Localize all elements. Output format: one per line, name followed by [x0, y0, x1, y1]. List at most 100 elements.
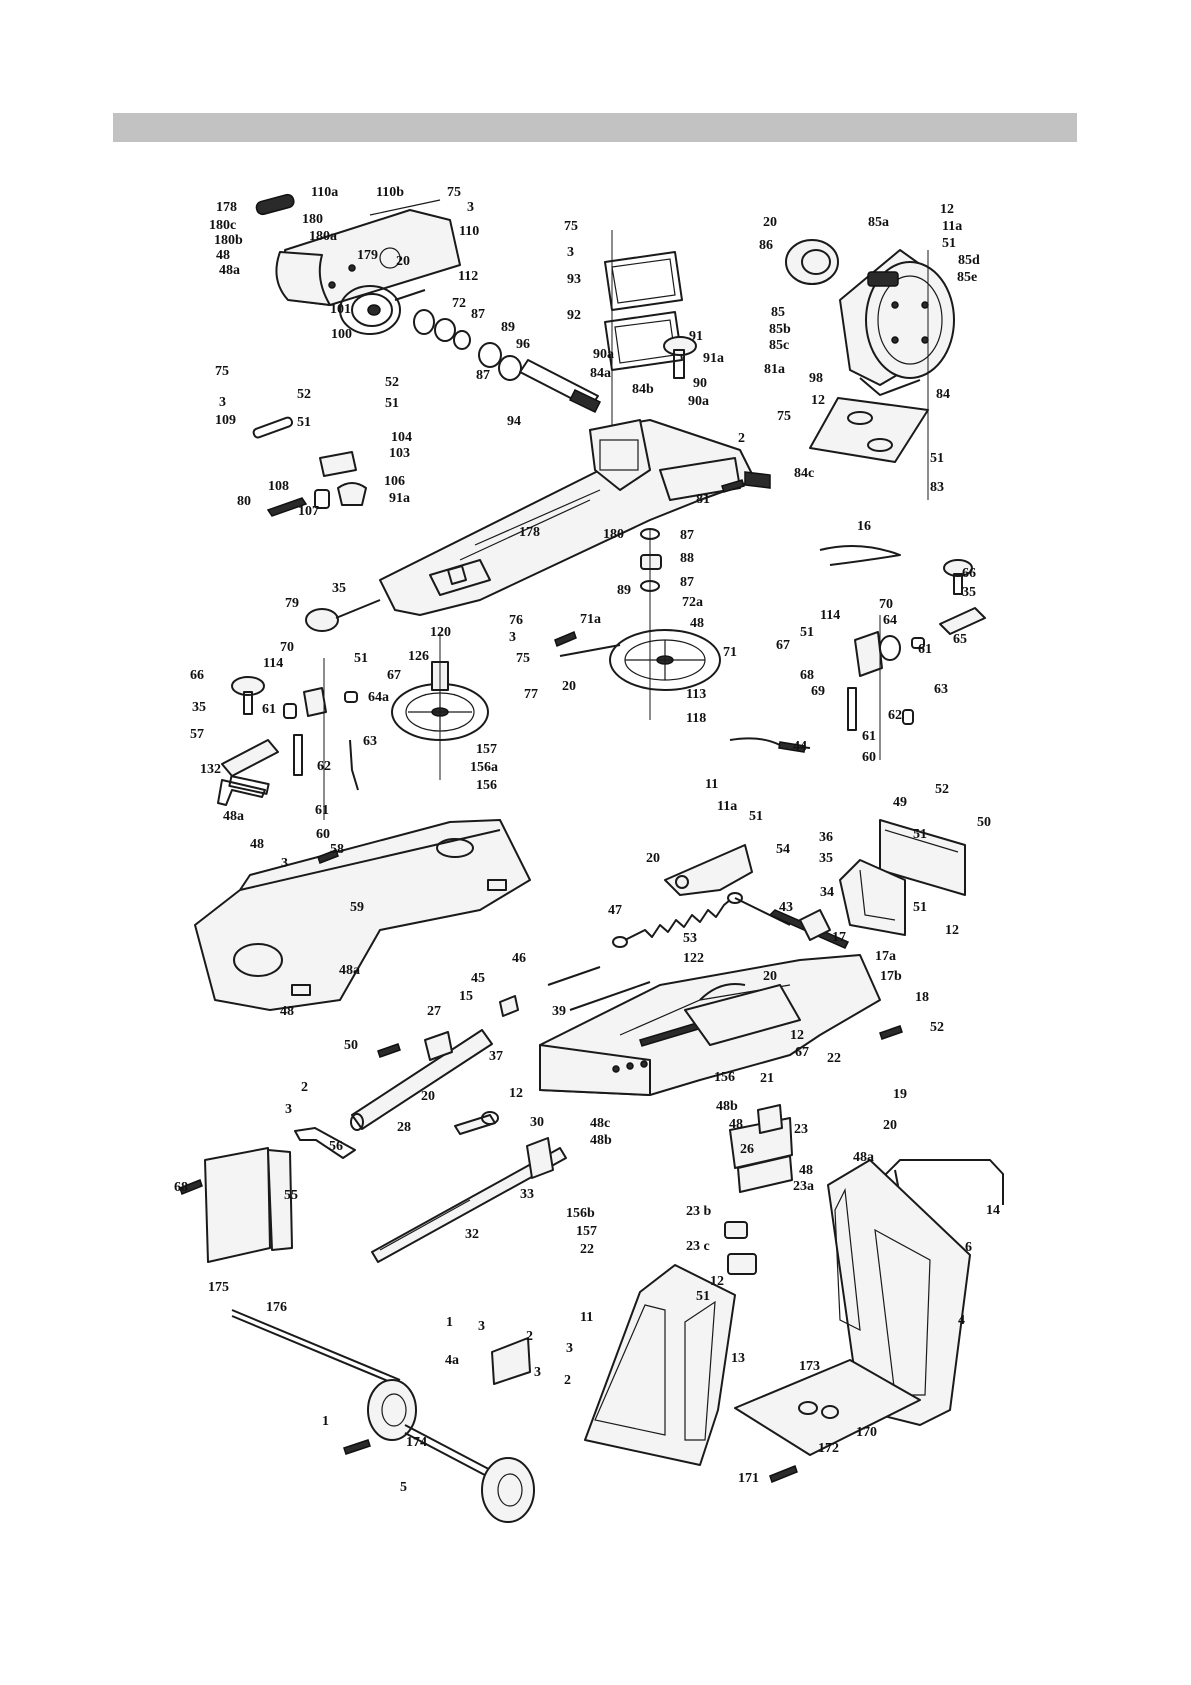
part-label: 85c	[769, 338, 789, 353]
part-label: 48	[729, 1117, 743, 1132]
part-label: 70	[879, 597, 893, 612]
part-label: 75	[564, 219, 578, 234]
part-label: 104	[391, 430, 412, 445]
part-label: 3	[281, 856, 288, 871]
part-label: 52	[935, 782, 949, 797]
part-label: 48a	[853, 1150, 874, 1165]
part-label: 108	[268, 479, 289, 494]
part-label: 126	[408, 649, 429, 664]
part-label: 81	[696, 492, 710, 507]
part-label: 12	[790, 1028, 804, 1043]
part-label: 85	[771, 305, 785, 320]
part-label: 48b	[590, 1133, 612, 1148]
part-label: 170	[856, 1425, 877, 1440]
part-label: 23 c	[686, 1239, 710, 1254]
part-label: 51	[297, 415, 311, 430]
part-label: 173	[799, 1359, 820, 1374]
part-label: 51	[942, 236, 956, 251]
part-label: 4a	[445, 1353, 459, 1368]
part-label: 87	[476, 368, 490, 383]
part-label: 98	[809, 371, 823, 386]
part-label: 87	[680, 575, 694, 590]
part-label: 67	[795, 1045, 809, 1060]
part-label: 23a	[793, 1179, 814, 1194]
part-label: 85a	[868, 215, 889, 230]
part-label: 61	[918, 642, 932, 657]
part-label: 50	[344, 1038, 358, 1053]
drive-pulley-shaft	[339, 285, 602, 413]
part-label: 3	[285, 1102, 292, 1117]
part-label: 55	[284, 1188, 298, 1203]
part-label: 28	[397, 1120, 411, 1135]
part-label: 52	[385, 375, 399, 390]
part-label: 32	[465, 1227, 479, 1242]
part-label: 36	[819, 830, 833, 845]
part-label: 171	[738, 1471, 759, 1486]
switch-box	[724, 1104, 793, 1275]
part-label: 56	[329, 1139, 343, 1154]
part-label: 156	[476, 778, 497, 793]
part-label: 48c	[590, 1116, 610, 1131]
part-label: 49	[893, 795, 907, 810]
part-label: 12	[509, 1086, 523, 1101]
pivot-shaft	[350, 966, 651, 1131]
part-label: 11	[705, 777, 718, 792]
part-label: 77	[524, 687, 538, 702]
part-label: 85e	[957, 270, 977, 285]
part-label: 179	[357, 248, 378, 263]
part-label: 110	[459, 224, 479, 239]
part-label: 19	[893, 1087, 907, 1102]
part-label: 72a	[682, 595, 703, 610]
part-label: 20	[421, 1089, 435, 1104]
part-label: 16	[857, 519, 871, 534]
part-label: 4	[958, 1313, 965, 1328]
part-label: 68	[174, 1180, 188, 1195]
part-label: 132	[200, 762, 221, 777]
stand-tray	[734, 1359, 921, 1456]
part-label: 30	[530, 1115, 544, 1130]
part-label: 13	[731, 1351, 745, 1366]
part-label: 90	[693, 376, 707, 391]
part-label: 1	[322, 1414, 329, 1429]
part-label: 44	[793, 739, 807, 754]
part-label: 88	[680, 551, 694, 566]
part-label: 157	[576, 1224, 597, 1239]
part-label: 84b	[632, 382, 654, 397]
part-label: 51	[354, 651, 368, 666]
part-label: 39	[552, 1004, 566, 1019]
part-label: 48	[690, 616, 704, 631]
part-label: 11	[580, 1310, 593, 1325]
part-label: 79	[285, 596, 299, 611]
header-bar	[113, 113, 1077, 142]
part-label: 72	[452, 296, 466, 311]
part-label: 103	[389, 446, 410, 461]
base-casting	[539, 954, 881, 1096]
part-label: 48	[216, 248, 230, 263]
blade-guide-assembly-right	[847, 559, 986, 760]
part-label: 71	[723, 645, 737, 660]
part-label: 90a	[593, 347, 614, 362]
levers	[294, 1111, 499, 1159]
part-label: 3	[534, 1365, 541, 1380]
part-label: 63	[934, 682, 948, 697]
part-label: 3	[509, 630, 516, 645]
part-label: 90a	[688, 394, 709, 409]
part-label: 180	[603, 527, 624, 542]
part-label: 76	[509, 613, 523, 628]
part-label: 61	[862, 729, 876, 744]
part-label: 156	[714, 1070, 735, 1085]
part-label: 84c	[794, 466, 814, 481]
part-label: 156b	[566, 1206, 595, 1221]
part-label: 100	[331, 327, 352, 342]
part-label: 69	[811, 684, 825, 699]
part-label: 51	[913, 827, 927, 842]
part-label: 180c	[209, 218, 236, 233]
part-label: 75	[215, 364, 229, 379]
motor-mount-plate	[809, 250, 929, 500]
part-label: 107	[298, 504, 319, 519]
part-label: 22	[827, 1051, 841, 1066]
part-label: 59	[350, 900, 364, 915]
part-label: 20	[562, 679, 576, 694]
part-label: 114	[820, 608, 840, 623]
